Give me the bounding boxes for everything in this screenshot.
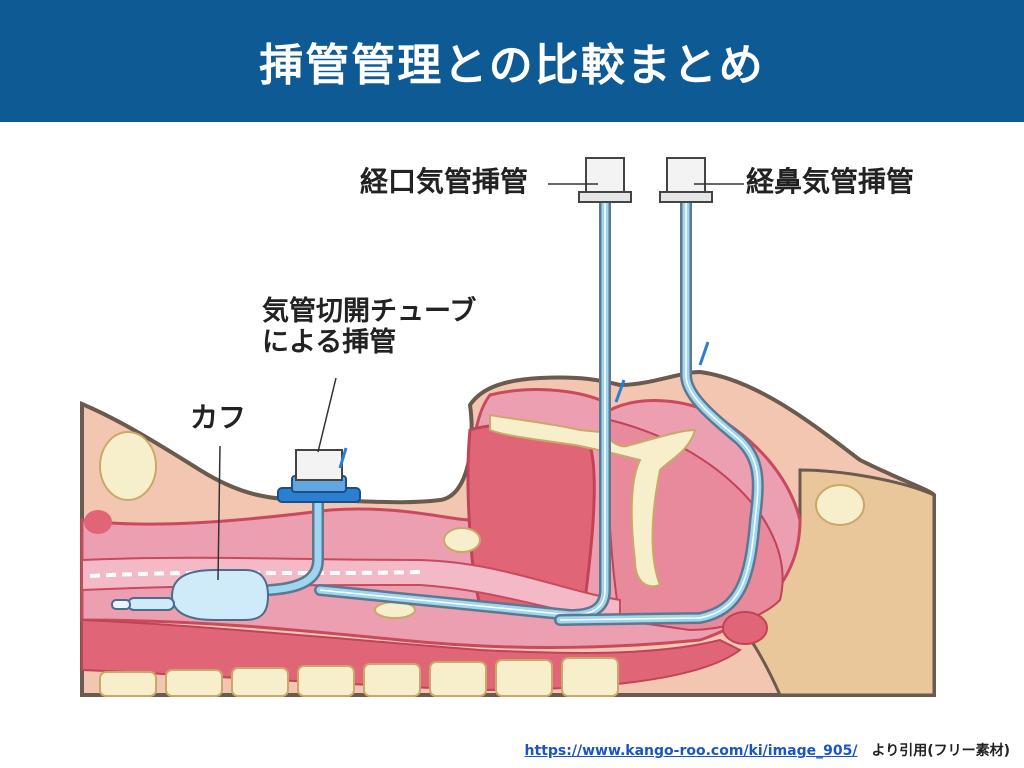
title-bar: 挿管管理との比較まとめ: [0, 0, 1024, 122]
sinus-bone: [815, 484, 865, 526]
cuff-balloon: [111, 569, 270, 621]
tissue-spot: [84, 510, 112, 534]
trach-tube-lumen: [266, 494, 322, 594]
intubation-diagram: [80, 157, 936, 697]
source-citation: https://www.kango-roo.com/ki/image_905/よ…: [525, 740, 1010, 760]
epiglottis-cartilage: [489, 413, 697, 588]
cuff-label: カフ: [190, 401, 247, 434]
source-note: より引用(フリー素材): [871, 743, 1010, 759]
tracheostomy-label-line2: による挿管: [262, 327, 397, 359]
cuff-leader-line: [217, 445, 221, 581]
trach-flange: [277, 449, 361, 503]
oral-intubation-label: 経口気管挿管: [360, 165, 529, 198]
nasal-tube-connector: [659, 157, 713, 203]
nasal-tube-centerline: [559, 200, 759, 621]
tracheostomy-label: 気管切開チューブ による挿管: [262, 296, 476, 358]
nasal-intubation-label: 経鼻気管挿管: [746, 165, 915, 198]
tracheostomy-label-line1: 気管切開チューブ: [262, 296, 477, 327]
anatomy-figure: [0, 122, 1024, 722]
thyroid-nodule: [99, 431, 157, 501]
oral-tube-connector: [578, 157, 632, 203]
vertebrae: [99, 657, 619, 697]
oral-depth-marker: [614, 379, 626, 403]
slide-title: 挿管管理との比較まとめ: [259, 40, 765, 91]
adenoid: [722, 611, 768, 645]
source-link[interactable]: https://www.kango-roo.com/ki/image_905/: [524, 743, 858, 759]
hyoid-bone: [443, 527, 481, 553]
trach-leader-line: [317, 377, 337, 453]
nasal-depth-marker: [698, 341, 710, 366]
trach-depth-marker: [338, 447, 348, 469]
